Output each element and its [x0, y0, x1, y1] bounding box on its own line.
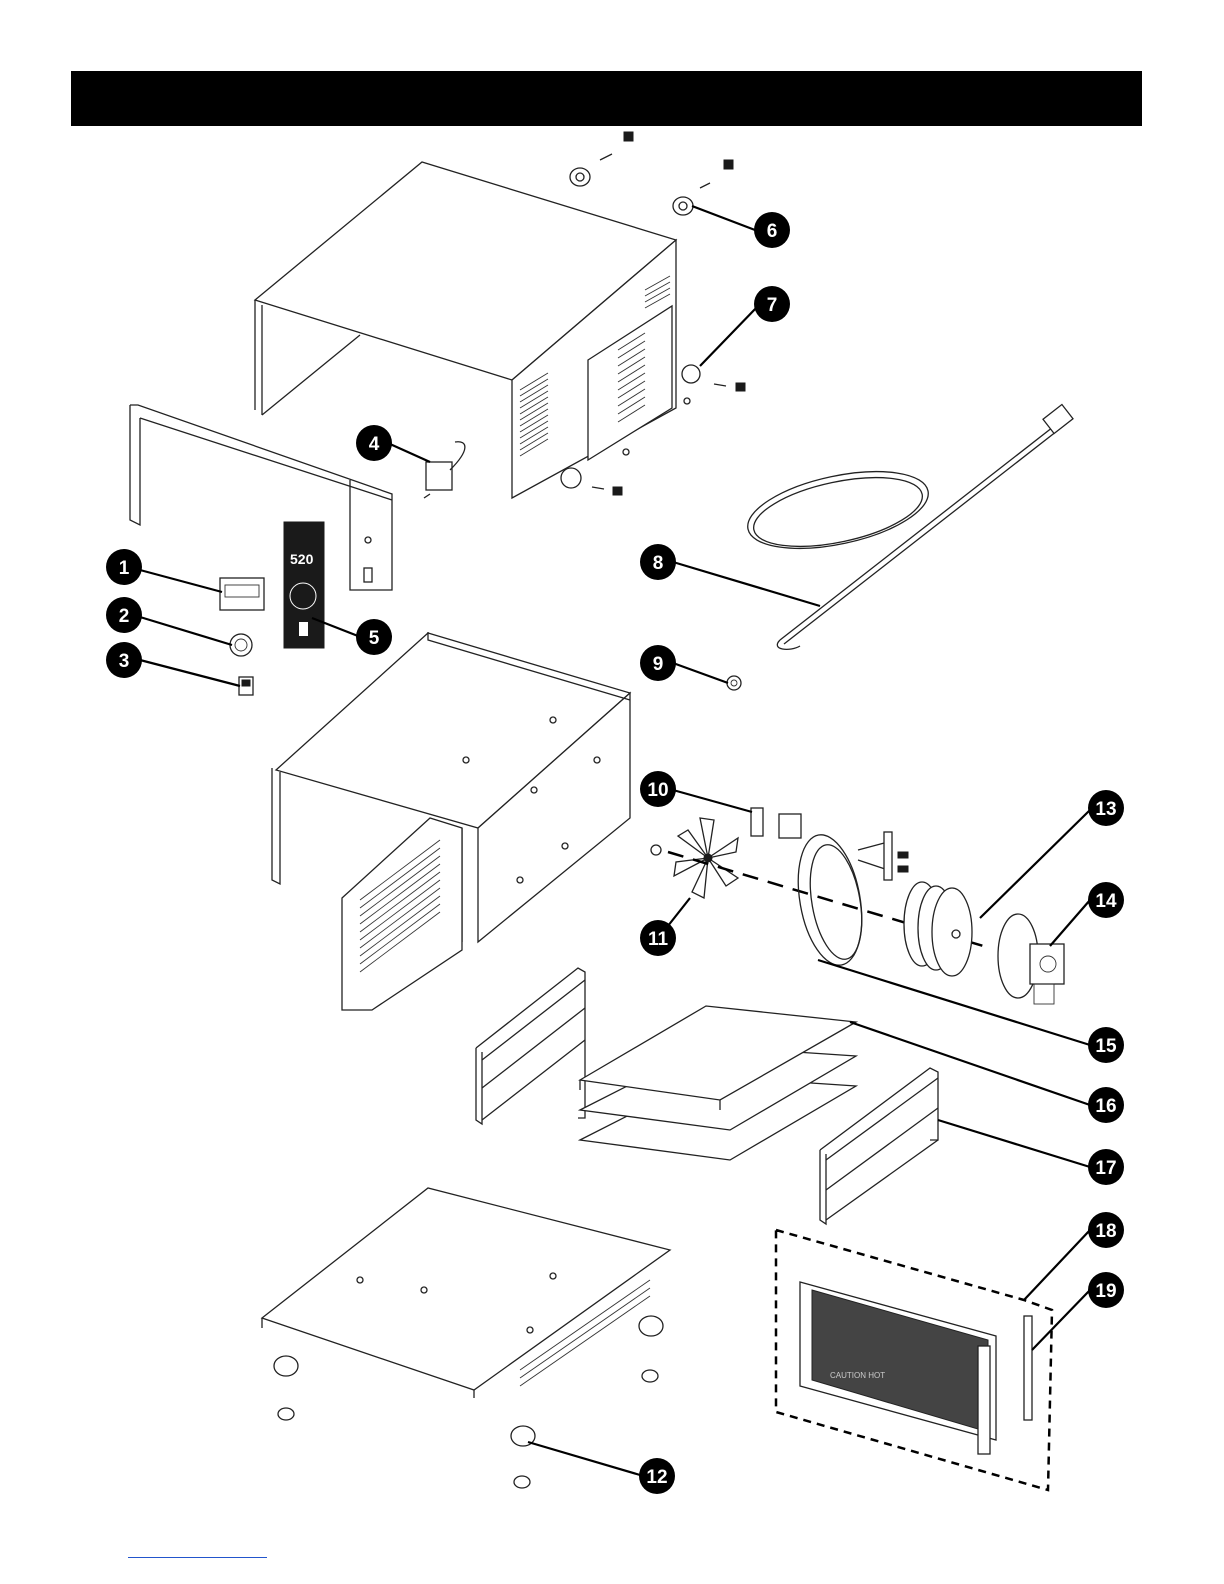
control-bracket: [130, 405, 392, 590]
callout-17-label: 17: [1095, 1158, 1116, 1179]
fan-assembly: [651, 808, 1064, 1004]
callout-2-label: 2: [119, 606, 130, 627]
callout-6-label: 6: [767, 221, 778, 242]
callout-16-label: 16: [1095, 1096, 1116, 1117]
callout-2: 2: [106, 597, 142, 633]
callout-8-label: 8: [653, 553, 664, 574]
footer-link-underline[interactable]: [128, 1557, 267, 1558]
callout-3-label: 3: [119, 651, 130, 672]
callout-13: 13: [1088, 790, 1124, 826]
callout-14-label: 14: [1095, 891, 1117, 912]
door-assembly: CAUTION HOT: [776, 1230, 1052, 1490]
callout-15: 15: [1088, 1027, 1124, 1063]
control-panel-face: 520: [284, 522, 324, 648]
callout-12-label: 12: [646, 1467, 667, 1488]
power-cord: [741, 405, 1073, 650]
callout-11-label: 11: [648, 929, 669, 950]
callout-16: 16: [1088, 1087, 1124, 1123]
bushing-part: [727, 676, 741, 690]
callout-12: 12: [639, 1458, 675, 1494]
callout-11: 11: [640, 920, 676, 956]
callout-19-label: 19: [1095, 1281, 1116, 1302]
callout-4: 4: [356, 425, 392, 461]
callout-1-label: 1: [119, 558, 130, 579]
callout-4-label: 4: [369, 434, 380, 455]
panel-model-label: 520: [290, 551, 314, 567]
callout-18-label: 18: [1095, 1221, 1116, 1242]
callout-6: 6: [754, 212, 790, 248]
callout-1: 1: [106, 549, 142, 585]
left-rack-support: [476, 968, 585, 1124]
callout-9-label: 9: [653, 654, 664, 675]
knob-part: [230, 634, 252, 656]
door-glass-label: CAUTION HOT: [830, 1371, 885, 1380]
oven-chamber: [272, 632, 630, 1010]
callout-15-label: 15: [1095, 1036, 1117, 1057]
callout-13-label: 13: [1095, 799, 1116, 820]
callout-7-label: 7: [767, 295, 778, 316]
bottom-plate: [262, 1188, 670, 1398]
callout-10-label: 10: [647, 780, 668, 801]
callout-9: 9: [640, 645, 676, 681]
thermostat-part: [424, 442, 465, 498]
callout-17: 17: [1088, 1149, 1124, 1185]
callout-3: 3: [106, 642, 142, 678]
callout-19: 19: [1088, 1272, 1124, 1308]
switch-part: [239, 677, 253, 695]
callout-5-label: 5: [369, 628, 380, 649]
timer-part: [220, 578, 264, 610]
callout-8: 8: [640, 544, 676, 580]
oven-trays: [580, 1006, 856, 1160]
callout-14: 14: [1088, 882, 1124, 918]
callout-18: 18: [1088, 1212, 1124, 1248]
callout-5: 5: [356, 619, 392, 655]
callout-7: 7: [754, 286, 790, 322]
callout-10: 10: [640, 771, 676, 807]
